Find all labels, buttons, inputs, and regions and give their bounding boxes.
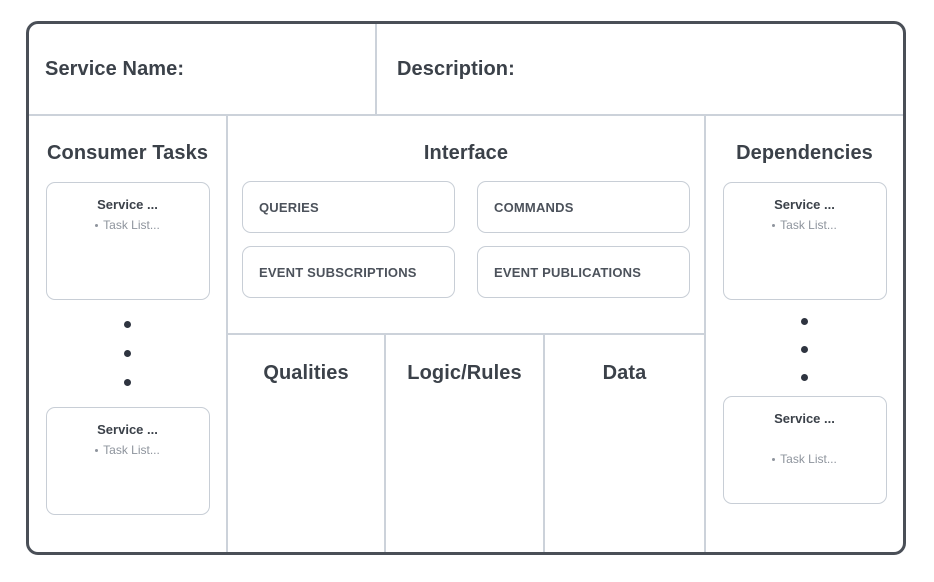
task-list-label: Task List...	[780, 452, 837, 466]
task-list-item: Task List...	[734, 452, 876, 466]
service-canvas-frame: Service Name: Description: Consumer Task…	[26, 21, 906, 555]
interface-box-queries[interactable]: QUERIES	[242, 181, 455, 233]
task-list-label: Task List...	[103, 218, 160, 232]
bullet-icon	[772, 223, 776, 227]
dependency-card[interactable]: Service ... Task List...	[722, 396, 887, 504]
task-list-item: Task List...	[734, 218, 876, 232]
ellipsis-dot-icon	[124, 350, 131, 357]
logic-rules-title: Logic/Rules	[407, 362, 522, 384]
service-card-title: Service ...	[774, 411, 835, 426]
ellipsis-dot-icon	[124, 379, 131, 386]
service-card-title: Service ...	[774, 197, 835, 212]
data-section[interactable]: Data	[545, 335, 704, 552]
consumer-task-card[interactable]: Service ... Task List...	[45, 407, 210, 515]
service-card-title: Service ...	[97, 422, 158, 437]
service-name-cell[interactable]: Service Name:	[29, 24, 377, 114]
interface-box-label: EVENT PUBLICATIONS	[494, 264, 642, 280]
interface-title: Interface	[423, 142, 509, 164]
service-name-label: Service Name:	[45, 57, 185, 80]
consumer-tasks-ellipsis	[124, 321, 131, 386]
task-list-label: Task List...	[103, 443, 160, 457]
bullet-icon	[95, 223, 99, 227]
ellipsis-dot-icon	[801, 318, 808, 325]
description-label: Description:	[397, 57, 515, 80]
bullet-icon	[95, 448, 99, 452]
task-list-label: Task List...	[780, 218, 837, 232]
interface-box-label: COMMANDS	[494, 199, 574, 215]
dependencies-ellipsis	[801, 318, 808, 381]
center-column: Interface QUERIES COMMANDS EVENT SUBSCRI…	[228, 116, 704, 552]
interface-section: Interface QUERIES COMMANDS EVENT SUBSCRI…	[228, 116, 704, 335]
qualities-section[interactable]: Qualities	[228, 335, 386, 552]
ellipsis-dot-icon	[124, 321, 131, 328]
dependencies-column: Dependencies Service ... Task List... Se…	[704, 116, 903, 552]
interface-box-commands[interactable]: COMMANDS	[477, 181, 690, 233]
interface-box-event-publications[interactable]: EVENT PUBLICATIONS	[477, 246, 690, 298]
body-row: Consumer Tasks Service ... Task List... …	[29, 116, 903, 552]
ellipsis-dot-icon	[801, 346, 808, 353]
ellipsis-dot-icon	[801, 374, 808, 381]
task-list-item: Task List...	[57, 443, 199, 457]
header-row: Service Name: Description:	[29, 24, 903, 114]
bullet-icon	[772, 457, 776, 461]
qualities-title: Qualities	[263, 362, 349, 384]
interface-box-label: QUERIES	[259, 199, 319, 215]
interface-box-grid: QUERIES COMMANDS EVENT SUBSCRIPTIONS EVE…	[242, 181, 690, 298]
logic-rules-section[interactable]: Logic/Rules	[386, 335, 545, 552]
interface-box-event-subscriptions[interactable]: EVENT SUBSCRIPTIONS	[242, 246, 455, 298]
consumer-tasks-column: Consumer Tasks Service ... Task List... …	[29, 116, 228, 552]
dependencies-title: Dependencies	[736, 142, 873, 164]
task-list-item: Task List...	[57, 218, 199, 232]
dependency-card[interactable]: Service ... Task List...	[722, 182, 887, 300]
header-divider	[29, 114, 903, 116]
bottom-sections-row: Qualities Logic/Rules Data	[228, 335, 704, 552]
description-cell[interactable]: Description:	[377, 24, 903, 114]
consumer-task-card[interactable]: Service ... Task List...	[45, 182, 210, 300]
service-card-title: Service ...	[97, 197, 158, 212]
consumer-tasks-title: Consumer Tasks	[46, 142, 209, 164]
interface-box-label: EVENT SUBSCRIPTIONS	[259, 264, 417, 280]
data-title: Data	[602, 362, 647, 384]
